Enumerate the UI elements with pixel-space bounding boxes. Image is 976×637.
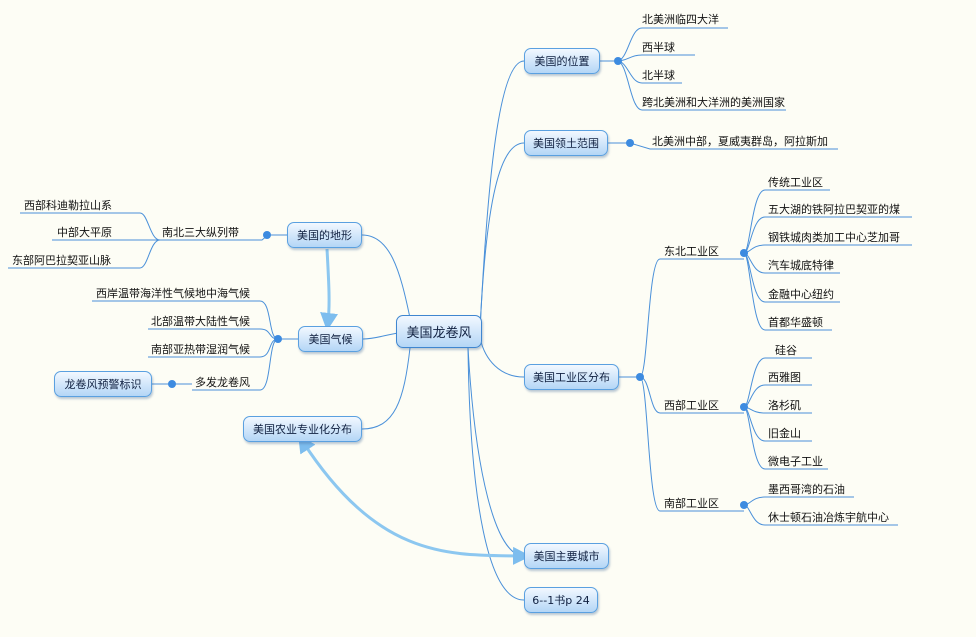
leaf-location-3[interactable]: 北半球 bbox=[642, 69, 675, 82]
relation-agriculture-cities bbox=[298, 434, 531, 565]
topic-territory[interactable]: 美国领土范围 bbox=[524, 130, 608, 156]
topic-location-label: 美国的位置 bbox=[534, 55, 590, 68]
topic-climate[interactable]: 美国气候 bbox=[298, 326, 363, 352]
link-root-agriculture bbox=[361, 347, 411, 430]
topic-location[interactable]: 美国的位置 bbox=[524, 48, 600, 74]
leaf-west-4[interactable]: 旧金山 bbox=[768, 427, 801, 440]
topic-book-label: 6--1书p 24 bbox=[532, 594, 590, 607]
leaf-climate-4[interactable]: 多发龙卷风 bbox=[195, 376, 250, 389]
leaf-location-2[interactable]: 西半球 bbox=[642, 41, 675, 54]
topic-terrain[interactable]: 美国的地形 bbox=[287, 222, 362, 248]
topic-cities-label: 美国主要城市 bbox=[533, 550, 600, 563]
leaf-territory-1[interactable]: 北美洲中部，夏威夷群岛，阿拉斯加 bbox=[652, 135, 828, 148]
relation-terrain-climate bbox=[320, 248, 338, 331]
link-root-industry bbox=[479, 337, 525, 378]
leaf-northeast-3[interactable]: 钢铁城肉类加工中心芝加哥 bbox=[768, 231, 900, 244]
link-root-cities bbox=[467, 347, 525, 557]
link-root-terrain bbox=[361, 234, 411, 319]
branch-south[interactable]: 南部工业区 bbox=[664, 497, 719, 510]
topic-tornado-warning[interactable]: 龙卷风预警标识 bbox=[54, 371, 152, 397]
leaf-location-1[interactable]: 北美洲临四大洋 bbox=[642, 13, 719, 26]
root-label: 美国龙卷风 bbox=[406, 326, 472, 341]
leaf-south-2[interactable]: 休士顿石油冶炼宇航中心 bbox=[768, 511, 889, 524]
link-root-location bbox=[479, 60, 525, 331]
leaf-location-4[interactable]: 跨北美洲和大洋洲的美洲国家 bbox=[642, 96, 785, 109]
leaf-terrain-1[interactable]: 西部科迪勒拉山系 bbox=[24, 199, 112, 212]
leaf-climate-1[interactable]: 西岸温带海洋性气候地中海气候 bbox=[96, 287, 250, 300]
leaf-northeast-2[interactable]: 五大湖的铁阿拉巴契亚的煤 bbox=[768, 203, 900, 216]
link-root-territory bbox=[479, 142, 525, 331]
leaf-terrain-2[interactable]: 中部大平原 bbox=[57, 226, 112, 239]
leaf-northeast-1[interactable]: 传统工业区 bbox=[768, 176, 823, 189]
topic-cities[interactable]: 美国主要城市 bbox=[524, 543, 609, 569]
leaf-west-3[interactable]: 洛杉矶 bbox=[768, 399, 801, 412]
root-node[interactable]: 美国龙卷风 bbox=[396, 315, 482, 348]
topic-tornado-warning-label: 龙卷风预警标识 bbox=[64, 378, 142, 391]
leaf-west-1[interactable]: 硅谷 bbox=[775, 344, 797, 357]
leaf-northeast-6[interactable]: 首都华盛顿 bbox=[768, 316, 823, 329]
topic-territory-label: 美国领土范围 bbox=[533, 137, 599, 150]
leaf-northeast-5[interactable]: 金融中心纽约 bbox=[768, 288, 834, 301]
leaf-west-5[interactable]: 微电子工业 bbox=[768, 455, 823, 468]
leaf-climate-2[interactable]: 北部温带大陆性气候 bbox=[151, 315, 250, 328]
branch-northeast[interactable]: 东北工业区 bbox=[664, 245, 719, 258]
topic-industry[interactable]: 美国工业区分布 bbox=[524, 364, 619, 390]
topic-climate-label: 美国气候 bbox=[308, 333, 353, 346]
topic-agriculture-label: 美国农业专业化分布 bbox=[253, 423, 352, 436]
topic-terrain-label: 美国的地形 bbox=[297, 229, 352, 242]
topic-agriculture[interactable]: 美国农业专业化分布 bbox=[243, 416, 362, 442]
topic-industry-label: 美国工业区分布 bbox=[533, 371, 610, 384]
leaf-climate-3[interactable]: 南部亚热带湿润气候 bbox=[151, 343, 250, 356]
branch-west[interactable]: 西部工业区 bbox=[664, 399, 719, 412]
topic-book[interactable]: 6--1书p 24 bbox=[524, 587, 598, 613]
leaf-northeast-4[interactable]: 汽车城底特律 bbox=[768, 259, 834, 272]
link-root-book bbox=[467, 347, 525, 601]
link-root-climate bbox=[362, 332, 399, 340]
leaf-west-2[interactable]: 西雅图 bbox=[768, 371, 801, 384]
leaf-terrain-3[interactable]: 东部阿巴拉契亚山脉 bbox=[12, 254, 111, 267]
leaf-south-1[interactable]: 墨西哥湾的石油 bbox=[768, 483, 845, 496]
branch-terrain[interactable]: 南北三大纵列带 bbox=[162, 226, 239, 239]
